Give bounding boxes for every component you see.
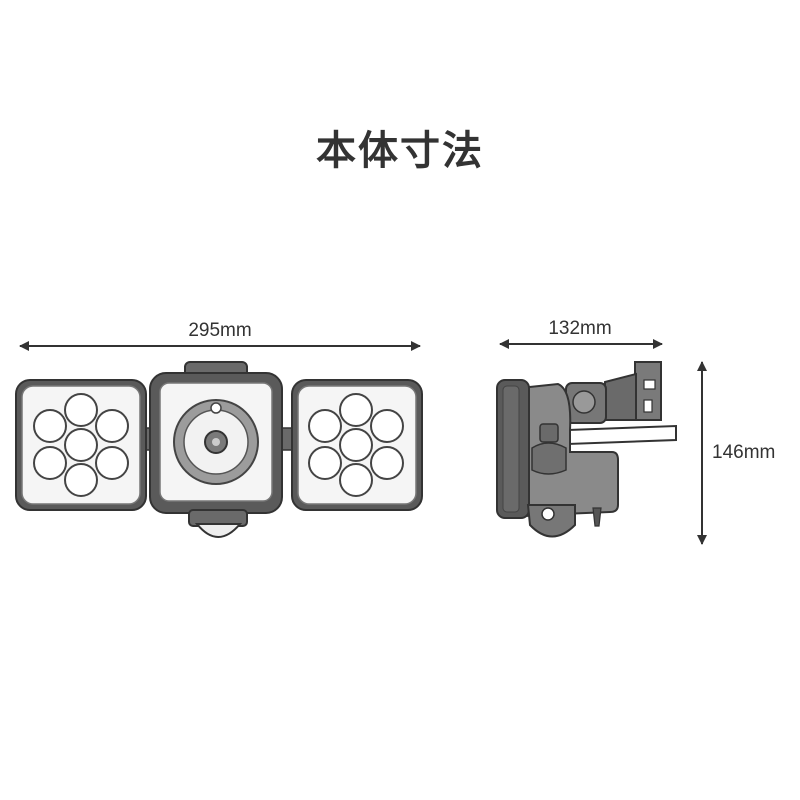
right-lamp-panel [291,379,423,511]
width-dimension: 295mm [19,320,421,351]
depth-label: 132mm [548,318,611,339]
center-sensor-unit [149,372,283,538]
height-label: 146mm [712,442,775,463]
width-label: 295mm [188,320,251,341]
depth-dimension: 132mm [499,318,663,349]
page-title: 本体寸法 [316,128,484,174]
height-dimension: 146mm [697,361,775,545]
front-view [15,361,423,538]
left-lamp-panel [15,379,147,511]
side-view [496,361,677,538]
